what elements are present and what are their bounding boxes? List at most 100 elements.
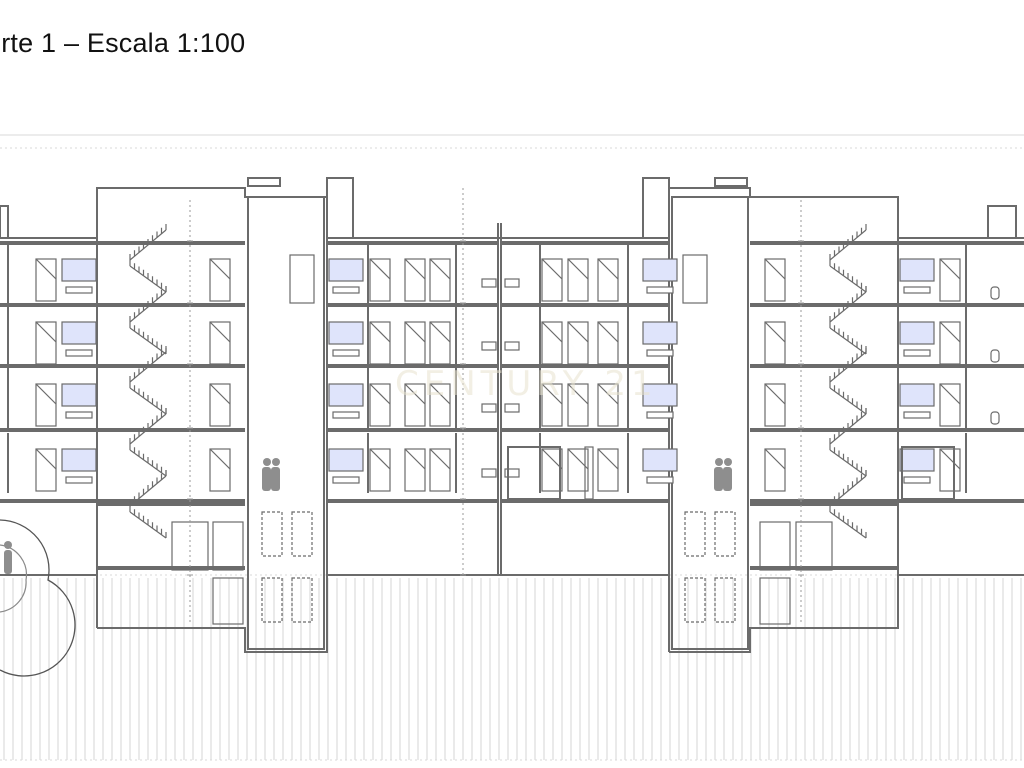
window-glazing	[328, 258, 364, 282]
door-opening	[35, 448, 57, 492]
window-glazing	[61, 383, 97, 407]
openings	[7, 243, 1000, 493]
stair-icon	[829, 346, 867, 383]
window-glazing	[61, 258, 97, 282]
dining-set-icon	[504, 468, 520, 478]
door-opening	[209, 258, 231, 302]
stair-icon	[129, 506, 167, 539]
floor-slab	[750, 241, 898, 245]
sink-icon	[646, 411, 674, 419]
window-glazing	[328, 321, 364, 345]
stair-icon	[829, 322, 867, 355]
toilet-icon	[990, 286, 1000, 300]
door-opening	[209, 383, 231, 427]
stair-icon	[829, 444, 867, 477]
dining-set-icon	[504, 341, 520, 351]
floor-slab	[501, 303, 669, 307]
door-opening	[541, 258, 563, 302]
window-glazing	[61, 321, 97, 345]
dimension-lines	[187, 188, 804, 625]
toilet-icon	[990, 411, 1000, 425]
floor-slab	[0, 428, 97, 432]
floor-slab	[898, 303, 1024, 307]
stair-icon	[129, 224, 167, 261]
sink-icon	[332, 349, 360, 357]
door-opening	[541, 448, 563, 492]
building-section	[0, 177, 1024, 653]
stair-icon	[129, 382, 167, 415]
door-opening	[597, 258, 619, 302]
stair-icon	[129, 260, 167, 293]
sink-icon	[903, 349, 931, 357]
ground-hatch	[3, 578, 1022, 760]
door-opening	[369, 448, 391, 492]
floor-slab	[750, 364, 898, 368]
floor-slab	[750, 303, 898, 307]
door-opening	[764, 258, 786, 302]
dining-set-icon	[504, 403, 520, 413]
ground-level	[0, 254, 955, 677]
floor-slab	[97, 428, 245, 432]
sink-icon	[903, 286, 931, 294]
floor-slab	[327, 303, 498, 307]
door-opening	[939, 383, 961, 427]
floor-slab	[327, 364, 498, 368]
door-opening	[764, 448, 786, 492]
stair-icon	[129, 286, 167, 323]
dining-set-icon	[504, 278, 520, 288]
door-opening	[429, 383, 451, 427]
person-figure-icon	[4, 458, 732, 574]
door-opening	[597, 383, 619, 427]
door-opening	[369, 258, 391, 302]
floor-slab	[327, 241, 498, 245]
stair-icon	[829, 260, 867, 293]
window-glazing	[642, 383, 678, 407]
stair-flights	[129, 224, 867, 539]
floor-slab	[750, 566, 898, 570]
dining-set-icon	[481, 403, 497, 413]
floor-slab	[97, 303, 245, 307]
stair-icon	[129, 346, 167, 383]
door-opening	[209, 448, 231, 492]
window-glazing	[899, 321, 935, 345]
door-opening	[764, 383, 786, 427]
door-opening	[567, 383, 589, 427]
door-opening	[404, 448, 426, 492]
dining-set-icon	[481, 468, 497, 478]
floor-slab	[327, 499, 498, 503]
drawing-title: orte 1 – Escala 1:100	[0, 28, 246, 58]
door-opening	[429, 258, 451, 302]
door-opening	[764, 321, 786, 365]
door-opening	[404, 383, 426, 427]
door-opening	[35, 383, 57, 427]
door-opening	[404, 321, 426, 365]
toilet-icon	[990, 349, 1000, 363]
window-glazing	[899, 383, 935, 407]
door-opening	[369, 321, 391, 365]
door-opening	[939, 448, 961, 492]
floor-slab	[97, 499, 245, 503]
stair-icon	[829, 506, 867, 539]
floor-slab	[0, 241, 97, 245]
stair-icon	[829, 224, 867, 261]
door-opening	[35, 321, 57, 365]
window-glazing	[328, 448, 364, 472]
dining-set-icon	[481, 341, 497, 351]
sink-icon	[65, 476, 93, 484]
door-opening	[541, 383, 563, 427]
floor-slab	[327, 428, 498, 432]
window-glazing	[899, 448, 935, 472]
door-opening	[597, 448, 619, 492]
sink-icon	[903, 476, 931, 484]
door-opening	[541, 321, 563, 365]
sink-icon	[646, 286, 674, 294]
door-opening	[404, 258, 426, 302]
watermark: CENTURY 21	[395, 364, 658, 404]
stair-icon	[129, 444, 167, 477]
floor-slab	[750, 428, 898, 432]
stair-icon	[829, 286, 867, 323]
floor-slab	[501, 364, 669, 368]
floor-slab	[0, 364, 97, 368]
stair-icon	[829, 470, 867, 507]
